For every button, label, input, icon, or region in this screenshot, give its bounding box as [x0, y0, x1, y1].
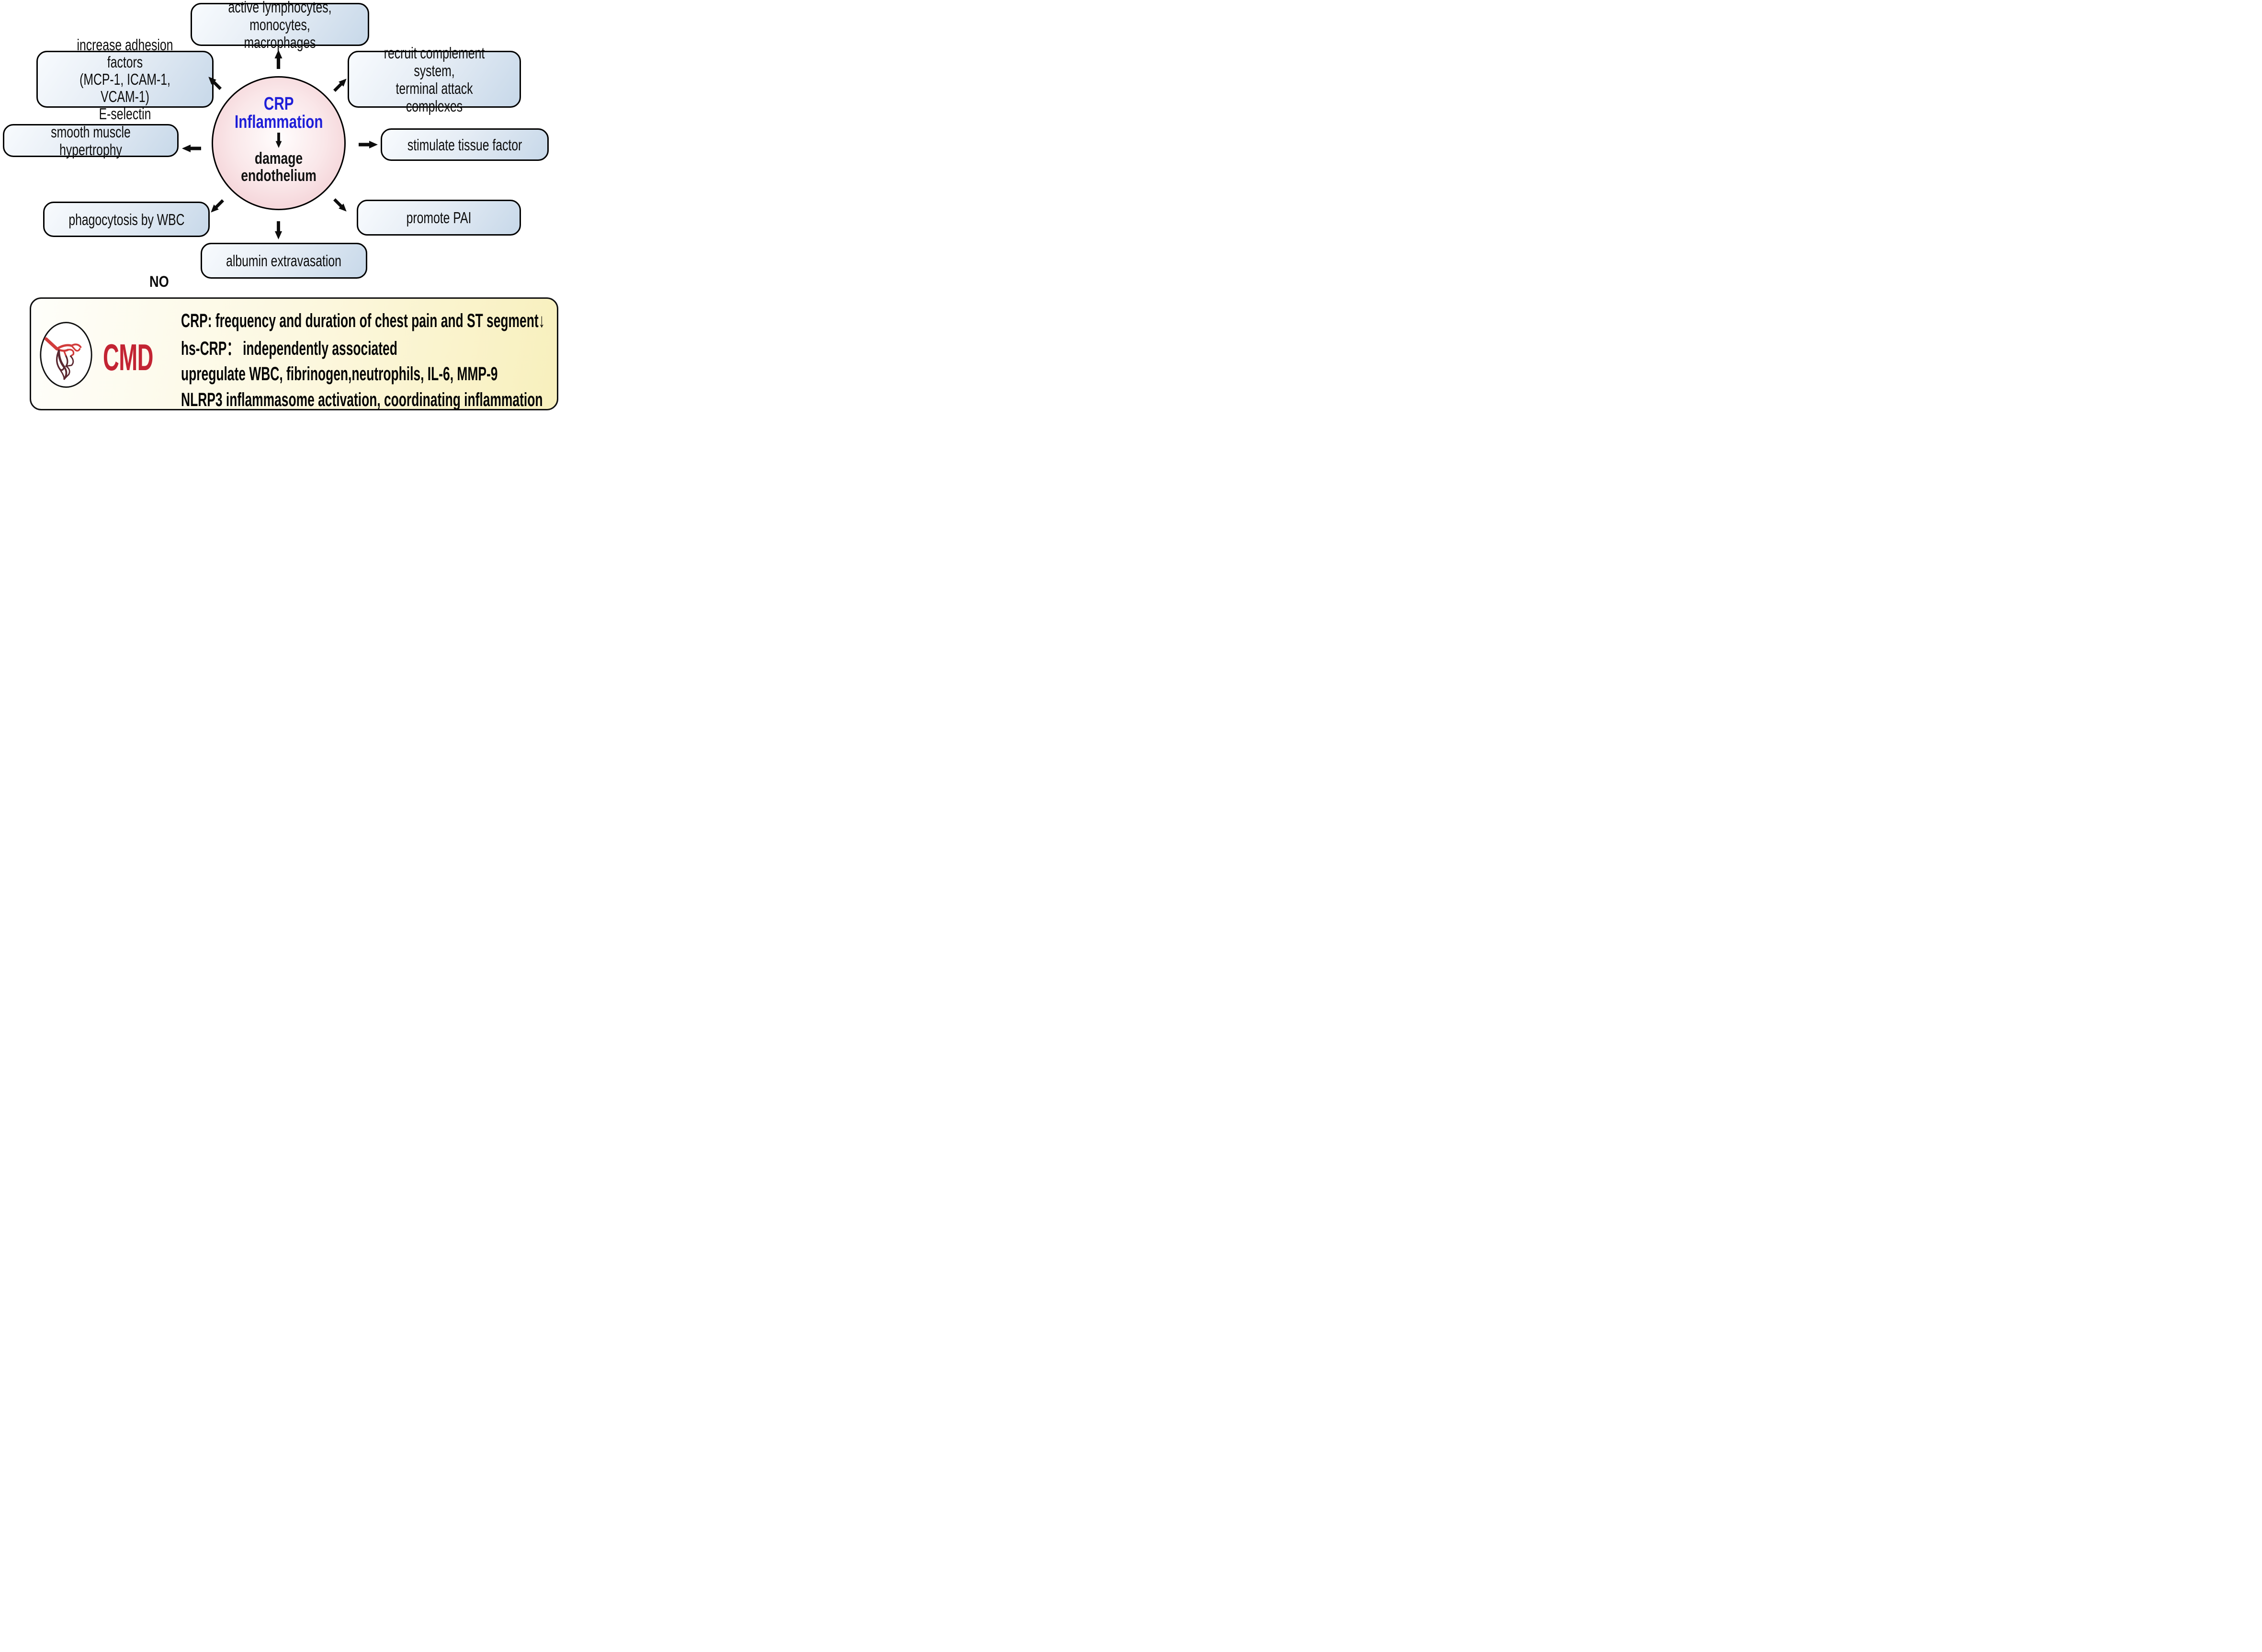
- box-smooth-muscle: smooth muscle hypertrophy: [3, 123, 179, 158]
- panel-line-hscrp: hs-CRP： independently associated: [181, 338, 397, 359]
- box-active-lymphocytes-label: active lymphocytes, monocytes, macrophag…: [228, 0, 332, 51]
- box-complement-system-label: recruit complement system, terminal atta…: [384, 44, 485, 115]
- arrow-down-left-icon: [211, 199, 225, 213]
- arrow-down-small-icon: [275, 133, 282, 148]
- microvasculature-icon: [40, 322, 92, 388]
- box-tissue-factor-label: stimulate tissue factor: [407, 136, 522, 154]
- box-adhesion-factors-label: increase adhesion factors (MCP-1, ICAM-1…: [77, 35, 173, 123]
- box-active-lymphocytes: active lymphocytes, monocytes, macrophag…: [191, 0, 369, 51]
- box-tissue-factor: stimulate tissue factor: [381, 128, 549, 161]
- box-promote-pai: promote PAI: [357, 200, 521, 236]
- circle-subtitle: damage endothelium: [241, 149, 317, 185]
- box-adhesion-factors: increase adhesion factors (MCP-1, ICAM-1…: [36, 36, 214, 122]
- circle-title: CRP Inflammation: [234, 94, 323, 132]
- no-label: NO: [149, 273, 169, 290]
- cmd-logo-text: CMD: [103, 336, 153, 378]
- arrow-up-left-icon: [208, 77, 222, 91]
- box-albumin-extravasation-label: albumin extravasation: [226, 252, 342, 270]
- panel-line-nlrp3: NLRP3 inflammasome activation, coordinat…: [181, 389, 543, 410]
- box-smooth-muscle-label: smooth muscle hypertrophy: [51, 123, 131, 158]
- box-phagocytosis-label: phagocytosis by WBC: [68, 210, 185, 228]
- central-circle: CRP Inflammation damage endothelium: [212, 76, 346, 210]
- arrow-down-icon: [274, 221, 283, 239]
- panel-line-upregulate: upregulate WBC, fibrinogen,neutrophils, …: [181, 363, 498, 385]
- box-albumin-extravasation: albumin extravasation: [201, 243, 367, 279]
- arrow-down-right-icon: [333, 198, 347, 212]
- box-phagocytosis: phagocytosis by WBC: [43, 202, 210, 237]
- box-complement-system: recruit complement system, terminal atta…: [348, 44, 521, 115]
- arrow-up-icon: [274, 50, 283, 69]
- arrow-left-icon: [182, 145, 201, 152]
- arrow-right-icon: [359, 141, 378, 148]
- crp-inflammation-diagram: active lymphocytes, monocytes, macrophag…: [0, 0, 566, 413]
- arrow-up-right-icon: [333, 79, 347, 92]
- cmd-summary-panel: CMD CRP: frequency and duration of chest…: [30, 297, 558, 410]
- panel-line-crp: CRP: frequency and duration of chest pai…: [181, 310, 545, 331]
- box-promote-pai-label: promote PAI: [406, 209, 472, 226]
